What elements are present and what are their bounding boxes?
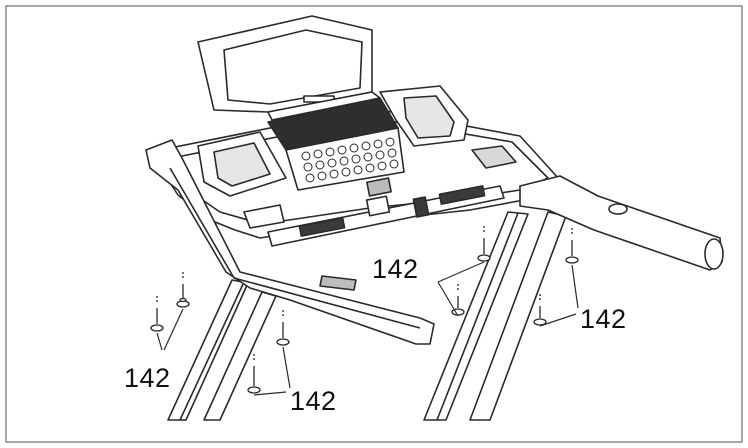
callout-label: 142 [124,363,171,393]
figure-frame [5,5,743,443]
leader-lines [156,261,579,396]
keypad-buttons [301,137,399,183]
screw-7 [565,228,579,264]
callout-label: 142 [290,386,337,416]
callout-label: 142 [580,304,627,334]
screw-8 [533,294,547,326]
display-tablet [197,15,381,121]
screw-6 [451,284,465,316]
screw-2 [150,296,164,332]
callout-label: 142 [372,254,419,284]
screw-1 [176,272,190,308]
screws [150,226,579,394]
screw-4 [247,354,261,394]
left-upright [167,279,277,421]
screw-3 [276,310,290,346]
right-upright [423,211,567,421]
screw-5 [477,226,491,262]
